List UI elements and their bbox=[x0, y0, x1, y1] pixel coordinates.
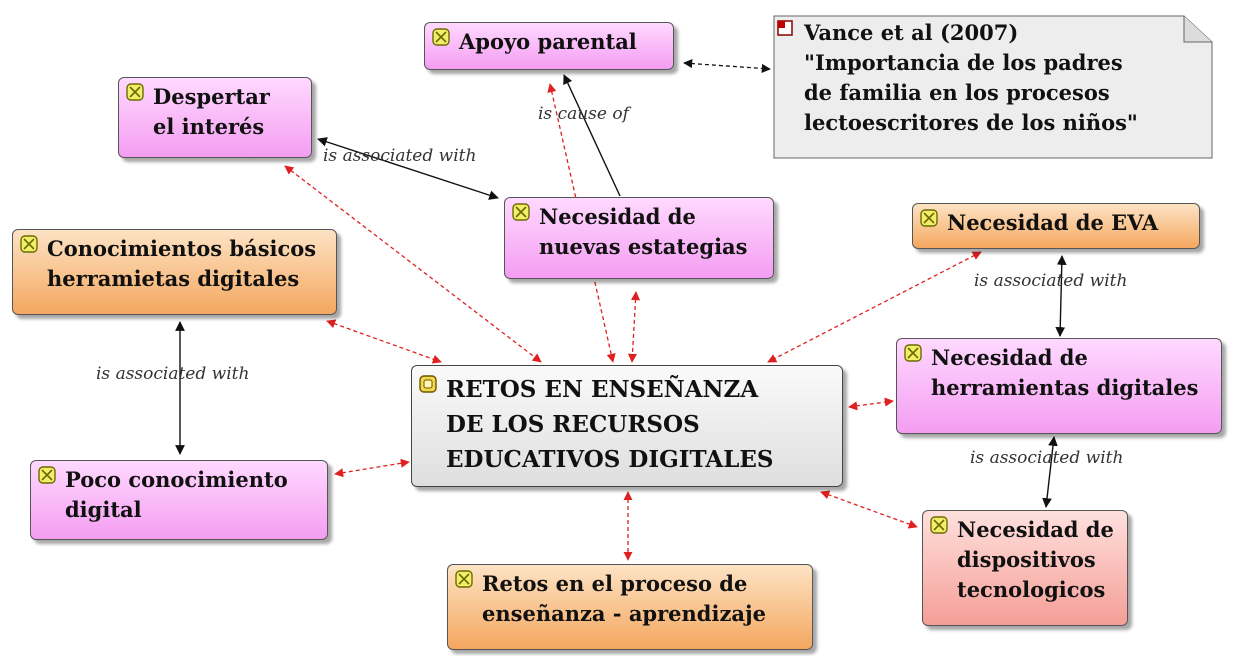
node-conocimientos-basicos[interactable]: Conocimientos básicos herramietas digita… bbox=[12, 229, 337, 315]
link-herramientas-dispositivos bbox=[1042, 436, 1058, 508]
relation-label-eva: is associated with bbox=[974, 271, 1128, 291]
node-label: Poco conocimiento digital bbox=[65, 467, 288, 522]
concept-icon bbox=[20, 235, 38, 253]
concept-icon bbox=[419, 375, 437, 393]
node-label: Despertar el interés bbox=[153, 84, 270, 139]
link-central-herramientas bbox=[848, 397, 894, 411]
node-nuevas-estrategias[interactable]: Necesidad de nuevas estategias bbox=[504, 197, 774, 279]
relation-label-herramientas: is associated with bbox=[970, 448, 1124, 468]
note-text: Vance et al (2007) "Importancia de los p… bbox=[804, 20, 1138, 135]
node-label: Necesidad de nuevas estategias bbox=[539, 204, 748, 259]
node-label: Necesidad de herramientas digitales bbox=[931, 345, 1199, 400]
relation-label-is-cause-of: is cause of bbox=[538, 104, 629, 124]
concept-icon bbox=[904, 344, 922, 362]
node-necesidad-eva[interactable]: Necesidad de EVA bbox=[912, 203, 1200, 249]
link-central-poco bbox=[334, 458, 410, 478]
node-label: Retos en el proceso de enseñanza - apren… bbox=[482, 571, 766, 626]
relation-label-despertar: is associated with bbox=[323, 146, 477, 166]
reference-note[interactable]: Vance et al (2007) "Importancia de los p… bbox=[770, 12, 1216, 162]
node-poco-conocimiento[interactable]: Poco conocimiento digital bbox=[30, 460, 328, 540]
link-central-estrategias bbox=[627, 291, 641, 363]
concept-icon bbox=[930, 516, 948, 534]
link-central-dispositivos bbox=[820, 490, 918, 529]
node-apoyo-parental[interactable]: Apoyo parental bbox=[424, 22, 674, 70]
node-central-retos[interactable]: RETOS EN ENSEÑANZA DE LOS RECURSOS EDUCA… bbox=[411, 365, 843, 487]
node-herramientas-digitales[interactable]: Necesidad de herramientas digitales bbox=[896, 338, 1222, 434]
node-label: Necesidad de dispositivos tecnologicos bbox=[957, 517, 1114, 602]
link-apoyo-note bbox=[683, 59, 771, 73]
link-despertar-estrategias bbox=[317, 137, 499, 200]
node-label: Necesidad de EVA bbox=[947, 210, 1159, 235]
concept-icon bbox=[920, 209, 938, 227]
link-central-eva bbox=[767, 251, 982, 363]
concept-icon bbox=[38, 466, 56, 484]
relation-label-conocimientos: is associated with bbox=[96, 364, 250, 384]
node-retos-proceso[interactable]: Retos en el proceso de enseñanza - apren… bbox=[447, 564, 813, 650]
link-eva-herramientas bbox=[1055, 255, 1067, 337]
concept-icon bbox=[455, 570, 473, 588]
node-label: Conocimientos básicos herramietas digita… bbox=[47, 236, 317, 291]
note-icon bbox=[777, 20, 793, 36]
node-label: Apoyo parental bbox=[459, 29, 637, 54]
link-central-conocimientos bbox=[326, 319, 442, 364]
concept-icon bbox=[432, 28, 450, 46]
link-central-despertar bbox=[284, 165, 542, 363]
link-estrategias-apoyo bbox=[563, 74, 621, 197]
concept-icon bbox=[126, 83, 144, 101]
node-label: RETOS EN ENSEÑANZA DE LOS RECURSOS EDUCA… bbox=[446, 376, 774, 473]
node-dispositivos-tecnologicos[interactable]: Necesidad de dispositivos tecnologicos bbox=[922, 510, 1128, 626]
node-despertar-interes[interactable]: Despertar el interés bbox=[118, 77, 312, 158]
concept-icon bbox=[512, 203, 530, 221]
